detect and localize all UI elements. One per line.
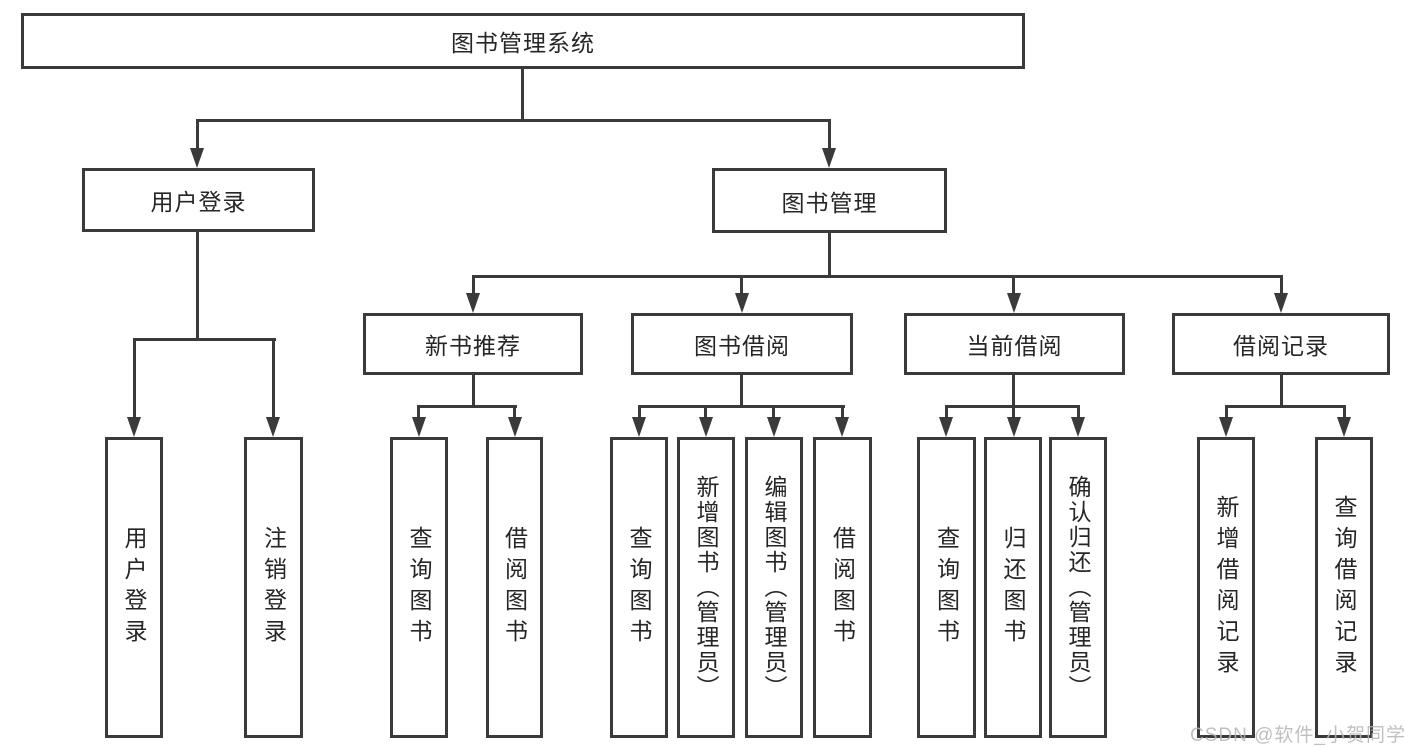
leaf-borrow-books-2: 借阅图书: [813, 437, 872, 738]
arrowhead-icon: [835, 417, 849, 437]
arrowhead-icon: [632, 417, 646, 437]
arrowhead-icon: [266, 417, 280, 437]
arrowhead-icon: [127, 417, 141, 437]
leaf-return-books: 归还图书: [984, 437, 1042, 738]
leaf-query-borrow-record: 查询借阅记录: [1315, 437, 1373, 738]
node-user-login: 用户登录: [82, 168, 315, 232]
connector-line: [472, 375, 475, 408]
connector-line: [638, 405, 641, 419]
node-root: 图书管理系统: [21, 13, 1025, 69]
arrowhead-icon: [1007, 293, 1021, 313]
connector-line: [417, 405, 420, 419]
leaf-user-login: 用户登录: [105, 437, 163, 738]
connector-line: [1225, 405, 1228, 419]
connector-line: [1012, 275, 1015, 295]
leaf-query-books-1: 查询图书: [390, 437, 448, 738]
connector-line: [772, 405, 775, 419]
arrowhead-icon: [1071, 417, 1085, 437]
connector-line: [196, 119, 199, 150]
connector-line: [133, 338, 276, 341]
leaf-logout: 注销登录: [244, 437, 303, 738]
connector-line: [513, 405, 516, 419]
connector-line: [272, 338, 275, 419]
connector-line: [1280, 375, 1283, 408]
arrowhead-icon: [1219, 417, 1233, 437]
arrowhead-icon: [190, 148, 204, 168]
leaf-borrow-books-1: 借阅图书: [486, 437, 543, 738]
connector-line: [196, 232, 199, 338]
connector-line: [740, 275, 743, 295]
connector-line: [841, 405, 844, 419]
arrowhead-icon: [508, 417, 522, 437]
connector-line: [472, 275, 475, 295]
connector-line: [417, 405, 517, 408]
node-current-borrow: 当前借阅: [904, 313, 1125, 375]
arrowhead-icon: [1274, 293, 1288, 313]
leaf-add-books-admin: 新增图书（管理员）: [677, 437, 735, 738]
connector-line: [1012, 405, 1015, 419]
connector-line: [828, 233, 831, 275]
node-book-management: 图书管理: [712, 168, 947, 233]
node-book-borrow: 图书借阅: [631, 313, 853, 375]
arrowhead-icon: [1007, 417, 1021, 437]
arrowhead-icon: [1337, 417, 1351, 437]
connector-line: [704, 405, 707, 419]
connector-line: [521, 69, 524, 119]
connector-line: [1280, 275, 1283, 295]
connector-line: [828, 119, 831, 150]
connector-line: [196, 119, 831, 122]
leaf-query-books-2: 查询图书: [610, 437, 668, 738]
connector-line: [133, 338, 136, 419]
node-borrow-records: 借阅记录: [1172, 313, 1390, 375]
csdn-watermark: CSDN @软件_小贺同学: [1190, 725, 1405, 746]
leaf-query-books-3: 查询图书: [917, 437, 976, 738]
connector-line: [945, 405, 948, 419]
arrowhead-icon: [412, 417, 426, 437]
arrowhead-icon: [466, 293, 480, 313]
leaf-add-borrow-record: 新增借阅记录: [1197, 437, 1255, 738]
connector-line: [1012, 375, 1015, 408]
arrowhead-icon: [735, 293, 749, 313]
connector-line: [740, 375, 743, 408]
leaf-edit-books-admin: 编辑图书（管理员）: [745, 437, 803, 738]
node-new-book-recommend: 新书推荐: [363, 313, 583, 375]
leaf-confirm-return-admin: 确认归还（管理员）: [1049, 437, 1107, 738]
arrowhead-icon: [822, 148, 836, 168]
arrowhead-icon: [939, 417, 953, 437]
connector-line: [1077, 405, 1080, 419]
connector-line: [638, 405, 845, 408]
connector-line: [472, 275, 1283, 278]
connector-line: [1343, 405, 1346, 419]
arrowhead-icon: [699, 417, 713, 437]
arrowhead-icon: [767, 417, 781, 437]
connector-line: [1225, 405, 1346, 408]
